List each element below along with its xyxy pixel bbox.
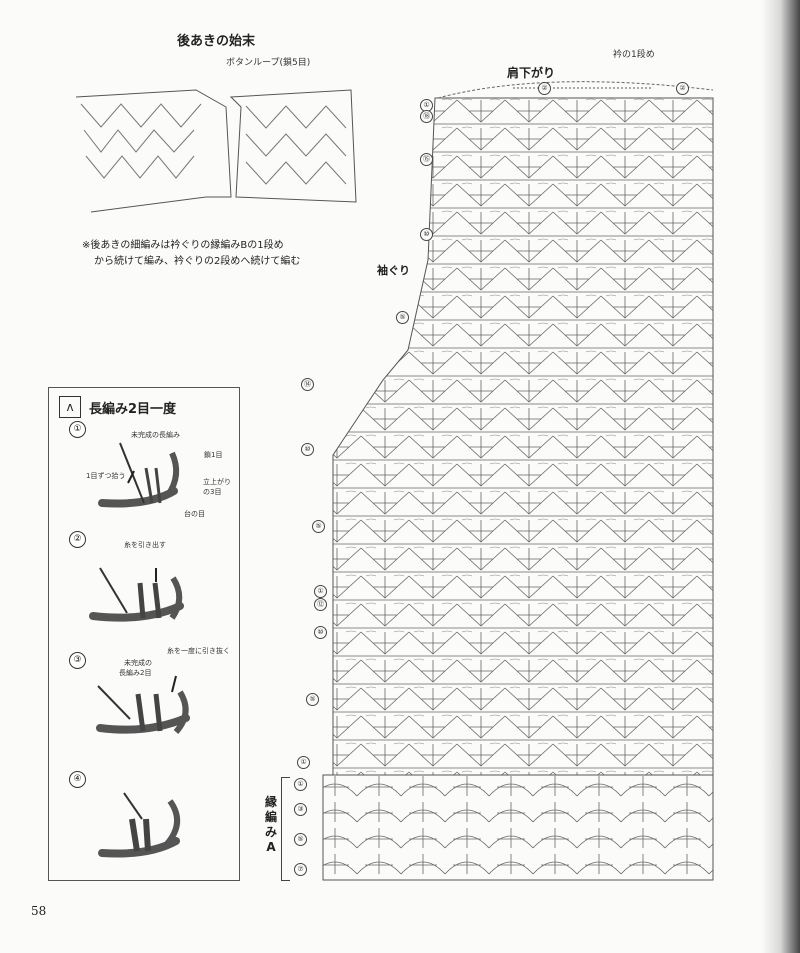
step-2-illustration (89, 567, 184, 622)
neck-row-label: 衿の1段め (613, 50, 655, 60)
step-number: ④ (69, 771, 86, 788)
row-marker: ⑮ (420, 153, 433, 166)
inset-header: ʌ 長編み2目一度 (59, 396, 176, 418)
decrease-stitch-inset: ʌ 長編み2目一度 ① ② ③ ④ 未完成の長編み 鎖1目 1目ずつ拾う 立上が… (48, 387, 240, 881)
row-marker: ⑩ (314, 626, 327, 639)
inset-title: 長編み2目一度 (89, 401, 177, 417)
row-marker: ① (297, 756, 310, 769)
step-1-label: 立上がり (203, 478, 231, 486)
edge-a-label: 縁編みA (264, 795, 277, 854)
step-number: ① (69, 421, 86, 438)
page-number: 58 (31, 904, 47, 918)
row-marker: ③ (294, 803, 307, 816)
row-marker: ⑱ (420, 110, 433, 123)
note-line-2: から続けて編み、衿ぐりの2段めへ続けて編む (94, 256, 301, 267)
button-loop-label: ボタンループ(鎖5目) (226, 58, 311, 68)
step-4-illustration (98, 792, 180, 858)
step-3-label: 糸を一度に引き抜く (167, 647, 230, 655)
binding-shadow (762, 0, 800, 953)
step-number: ② (69, 531, 86, 548)
row-marker: ② (676, 82, 689, 95)
row-marker: ② (538, 82, 551, 95)
step-1-label: の3目 (203, 488, 222, 496)
edge-a-bracket (281, 777, 290, 881)
decrease-symbol-icon: ʌ (59, 396, 81, 418)
step-1-label: 台の目 (184, 510, 205, 518)
step-3-label: 長編み2目 (119, 669, 152, 677)
step-1-label: 鎖1目 (204, 451, 223, 459)
back-opening-note: ※後あきの細編みは衿ぐりの縁編みBの1段め から続けて編み、衿ぐりの2段めへ続け… (82, 238, 300, 270)
step-1-label: 未完成の長編み (131, 431, 180, 439)
row-marker: ⑤ (306, 693, 319, 706)
row-marker: ⑩ (420, 228, 433, 241)
row-marker: ⑩ (301, 443, 314, 456)
row-marker: ⑭ (301, 378, 314, 391)
row-marker: ① (314, 585, 327, 598)
row-marker: ⑦ (294, 863, 307, 876)
row-marker: ⑤ (294, 833, 307, 846)
row-marker: ⑤ (312, 520, 325, 533)
step-1-illustration (98, 442, 180, 508)
step-3-illustration (96, 675, 190, 734)
back-opening-chart (75, 89, 357, 213)
step-2-label: 糸を引き出す (124, 541, 166, 549)
row-marker: ① (294, 778, 307, 791)
main-crochet-chart (322, 81, 714, 881)
note-line-1: ※後あきの細編みは衿ぐりの縁編みBの1段め (82, 240, 284, 251)
row-marker: ⑫ (314, 598, 327, 611)
back-opening-title: 後あきの始末 (177, 34, 256, 49)
armhole-label: 袖ぐり (377, 264, 410, 277)
step-3-label: 未完成の (124, 659, 152, 667)
step-1-label: 1目ずつ拾う (86, 472, 126, 480)
shoulder-label: 肩下がり (507, 66, 556, 80)
step-number: ③ (69, 652, 86, 669)
row-marker: ⑤ (396, 311, 409, 324)
